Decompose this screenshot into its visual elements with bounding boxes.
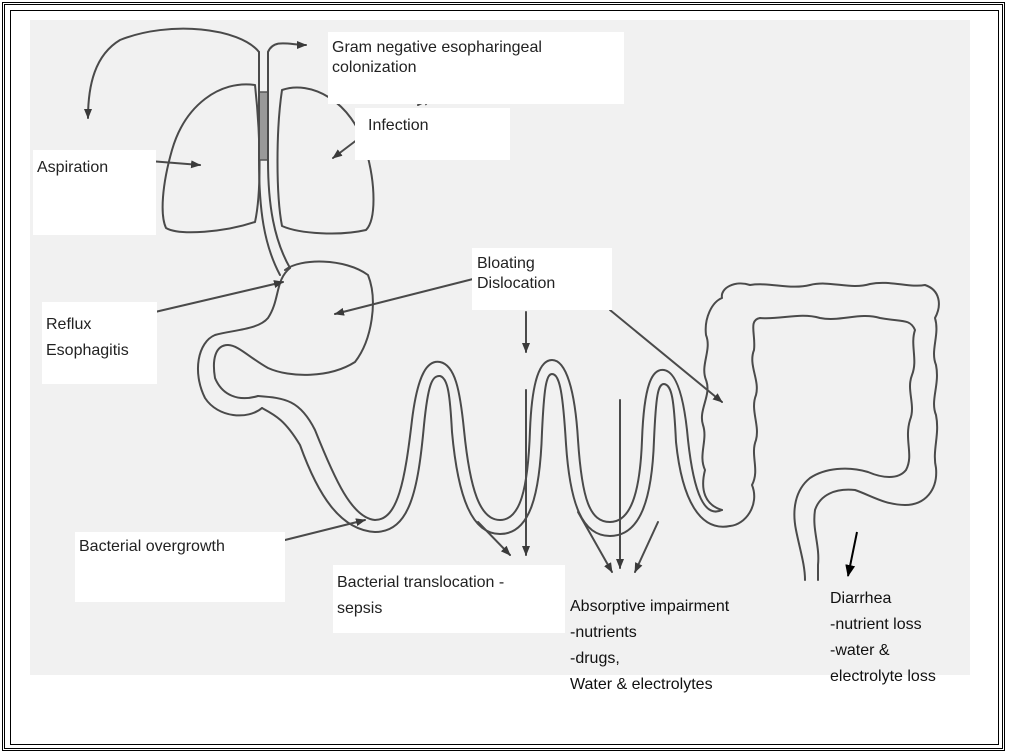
label-bacterial-translocation: Bacterial translocation - sepsis <box>333 565 565 633</box>
label-gram-negative-line-1: Gram negative esopharingeal <box>332 38 624 58</box>
label-diarrhea-line-4: electrolyte loss <box>830 664 936 690</box>
label-bloating: Bloating Dislocation <box>472 248 612 310</box>
label-diarrhea-line-2: -nutrient loss <box>830 612 936 638</box>
label-diarrhea-line-3: -water & <box>830 638 936 664</box>
label-bacterial-overgrowth-text: Bacterial overgrowth <box>79 537 285 557</box>
label-reflux-line-1: Reflux <box>46 312 157 338</box>
label-bacterial-translocation-line-2: sepsis <box>337 596 565 622</box>
label-gram-negative-line-2: colonization <box>332 58 624 78</box>
label-absorptive-line-1: Absorptive impairment <box>570 594 729 620</box>
label-infection: Infection <box>355 108 510 160</box>
label-diarrhea: Diarrhea -nutrient loss -water & electro… <box>830 586 936 690</box>
label-aspiration: Aspiration <box>33 150 156 235</box>
label-bloating-line-2: Dislocation <box>477 274 612 294</box>
label-bacterial-translocation-line-1: Bacterial translocation - <box>337 570 565 596</box>
label-diarrhea-line-1: Diarrhea <box>830 586 936 612</box>
label-reflux: Reflux Esophagitis <box>42 302 157 384</box>
label-bacterial-overgrowth: Bacterial overgrowth <box>75 532 285 602</box>
label-absorptive-line-4: Water & electrolytes <box>570 672 729 698</box>
label-bloating-line-1: Bloating <box>477 254 612 274</box>
large-intestine <box>702 283 939 580</box>
small-intestine <box>258 360 722 522</box>
left-lung <box>163 84 260 232</box>
label-aspiration-text: Aspiration <box>37 158 156 178</box>
trachea-tube <box>259 92 268 160</box>
label-gram-negative: Gram negative esopharingeal colonization <box>328 32 624 104</box>
label-absorptive-line-3: -drugs, <box>570 646 729 672</box>
label-absorptive: Absorptive impairment -nutrients -drugs,… <box>570 594 729 698</box>
label-infection-text: Infection <box>368 116 510 136</box>
label-reflux-line-2: Esophagitis <box>46 338 157 364</box>
label-absorptive-line-2: -nutrients <box>570 620 729 646</box>
